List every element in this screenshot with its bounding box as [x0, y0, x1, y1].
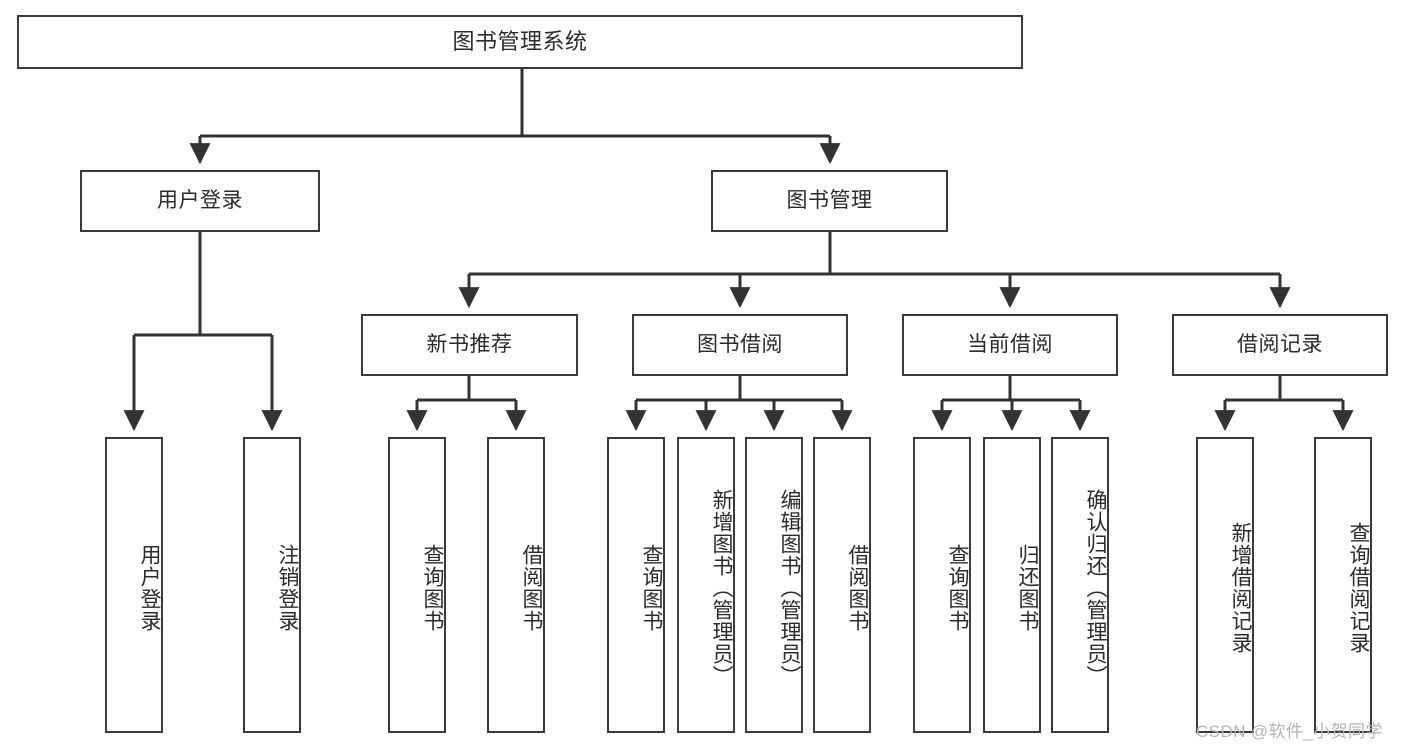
node-leaf-label: 注销登录: [276, 544, 299, 632]
node-leaf-label: 查询图书: [946, 544, 969, 632]
node-root[interactable]: 图书管理系统: [17, 15, 1023, 69]
node-borrow-record-label: 借阅记录: [1237, 332, 1323, 356]
node-leaf-label: 用户登录: [138, 544, 161, 632]
node-leaf-add-book[interactable]: 新增图书（管理员）: [677, 437, 735, 733]
node-root-label: 图书管理系统: [452, 29, 588, 55]
node-leaf-query-record[interactable]: 查询借阅记录: [1314, 437, 1372, 733]
node-user-login[interactable]: 用户登录: [80, 170, 320, 232]
node-leaf-label: 查询图书: [640, 544, 663, 632]
node-current-borrow-label: 当前借阅: [967, 332, 1053, 356]
csdn-watermark: CSDN @软件_小贺同学: [1196, 722, 1383, 741]
node-leaf-label: 编辑图书（管理员）: [778, 489, 801, 687]
node-current-borrow[interactable]: 当前借阅: [902, 314, 1118, 376]
node-leaf-return-book[interactable]: 归还图书: [983, 437, 1041, 733]
node-leaf-query-book-cur[interactable]: 查询图书: [913, 437, 971, 733]
node-book-manage[interactable]: 图书管理: [711, 170, 948, 232]
node-leaf-label: 查询借阅记录: [1347, 522, 1370, 654]
node-leaf-add-record[interactable]: 新增借阅记录: [1196, 437, 1254, 733]
node-new-book-rec-label: 新书推荐: [426, 332, 513, 356]
node-leaf-borrow-book-rec[interactable]: 借阅图书: [487, 437, 545, 733]
node-borrow-record[interactable]: 借阅记录: [1172, 314, 1388, 376]
node-leaf-query-book[interactable]: 查询图书: [607, 437, 665, 733]
node-new-book-rec[interactable]: 新书推荐: [361, 314, 578, 376]
node-leaf-user-login[interactable]: 用户登录: [105, 437, 163, 733]
node-book-borrow-label: 图书借阅: [697, 332, 783, 356]
node-leaf-query-book-rec[interactable]: 查询图书: [388, 437, 446, 733]
node-leaf-label: 归还图书: [1016, 544, 1039, 632]
node-user-login-label: 用户登录: [157, 188, 243, 212]
node-leaf-label: 确认归还（管理员）: [1084, 489, 1107, 687]
node-book-borrow[interactable]: 图书借阅: [632, 314, 848, 376]
node-leaf-borrow-book[interactable]: 借阅图书: [813, 437, 871, 733]
node-leaf-label: 借阅图书: [520, 544, 543, 632]
node-book-manage-label: 图书管理: [786, 188, 873, 212]
node-leaf-label: 查询图书: [421, 544, 444, 632]
node-leaf-label: 新增借阅记录: [1229, 522, 1252, 654]
node-leaf-label: 新增图书（管理员）: [710, 489, 733, 687]
node-leaf-confirm-return[interactable]: 确认归还（管理员）: [1051, 437, 1109, 733]
node-leaf-edit-book[interactable]: 编辑图书（管理员）: [745, 437, 803, 733]
node-leaf-user-logout[interactable]: 注销登录: [243, 437, 301, 733]
node-leaf-label: 借阅图书: [846, 544, 869, 632]
